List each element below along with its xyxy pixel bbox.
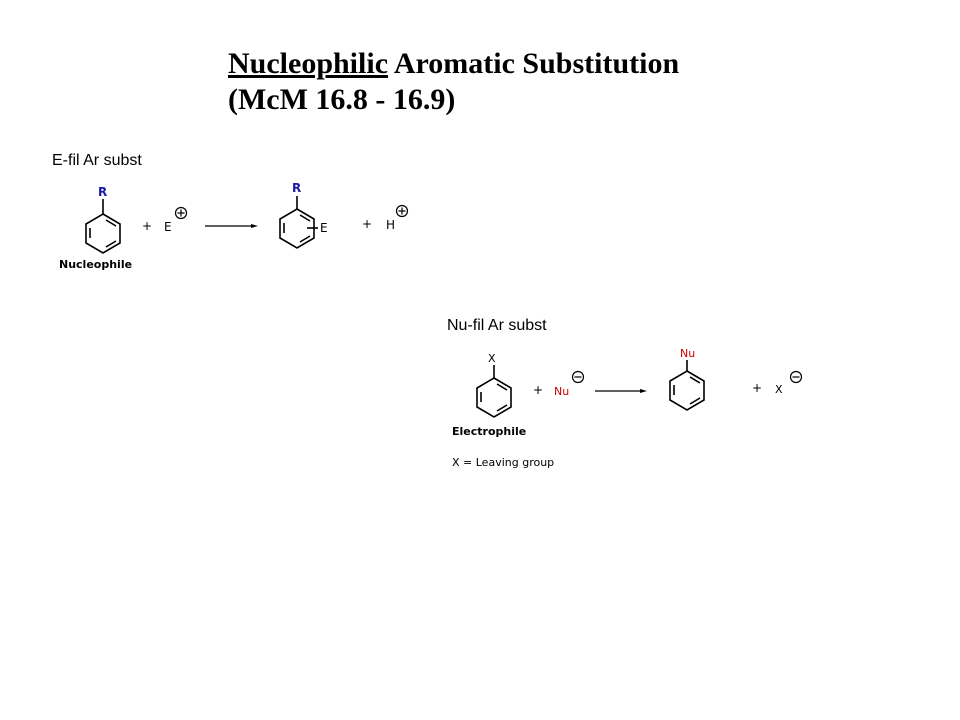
efil-product-substituent-e: E: [320, 221, 328, 235]
efil-product-substituent-r: R: [292, 181, 301, 195]
efil-reactant-caption: Nucleophile: [59, 258, 132, 271]
nufil-reaction-arrow: [595, 389, 647, 393]
negative-charge-icon: [571, 370, 585, 384]
efil-reaction-arrow: [205, 224, 258, 228]
nufil-footnote: X = Leaving group: [452, 456, 554, 469]
nufil-product-benzene: [669, 360, 705, 411]
negative-charge-icon: [789, 370, 803, 384]
efil-byproduct-h: H: [386, 218, 395, 232]
title-line1-rest: Aromatic Substitution: [388, 47, 680, 80]
nufil-substituent-x: X: [488, 352, 496, 365]
title-line2: (McM 16.8 - 16.9): [228, 83, 456, 116]
positive-charge-icon: [395, 204, 409, 218]
nufil-reagent-nu: Nu: [554, 385, 569, 398]
nufil-reactant-benzene: [476, 365, 512, 418]
nufil-byproduct-x: X: [775, 383, 783, 396]
positive-charge-icon: [174, 206, 188, 220]
nufil-plus-1: +: [533, 383, 543, 397]
efil-substituent-r: R: [98, 185, 107, 199]
page-title: Nucleophilic Aromatic Substitution (McM …: [228, 46, 679, 118]
efil-plus-2: +: [362, 217, 372, 231]
efil-reagent-e: E: [164, 220, 172, 234]
title-underlined-word: Nucleophilic: [228, 47, 389, 80]
nufil-section-label: Nu-fil Ar subst: [447, 317, 547, 334]
efil-product-benzene: [279, 196, 318, 249]
nufil-product-substituent-nu: Nu: [680, 347, 695, 360]
nufil-plus-2: +: [752, 381, 762, 395]
efil-plus-1: +: [142, 219, 152, 233]
efil-section-label: E-fil Ar subst: [52, 152, 142, 169]
efil-reactant-benzene: [85, 199, 121, 254]
nufil-reactant-caption: Electrophile: [452, 425, 526, 438]
